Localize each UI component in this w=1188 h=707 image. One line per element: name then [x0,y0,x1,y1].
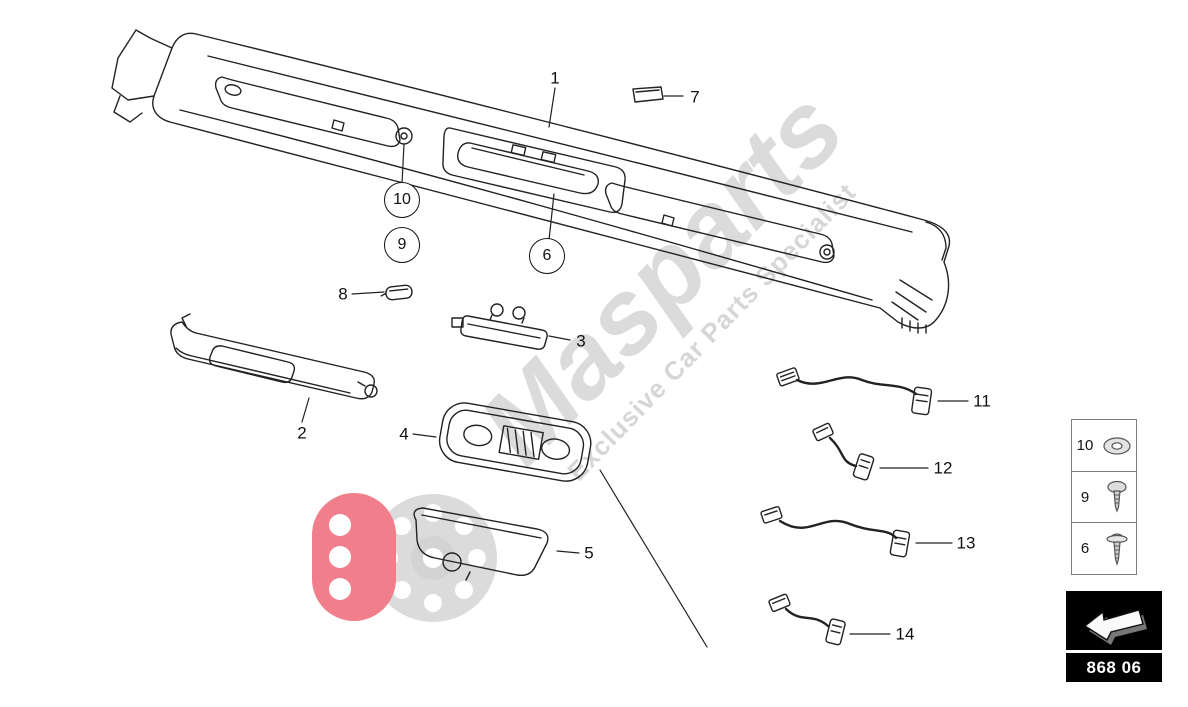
headliner-panel [111,29,951,334]
legend-number: 6 [1080,540,1090,558]
footer-icon-panel [1066,591,1162,650]
fastener-legend: 10 9 6 [1071,419,1137,576]
callout-6[interactable]: 6 [529,238,565,274]
callout-7[interactable]: 7 [690,87,700,107]
legend-row-10: 10 [1071,419,1137,472]
part-8-cap [380,284,413,301]
direction-arrow-icon [1083,608,1147,645]
callout-11[interactable]: 11 [973,391,991,411]
callout-4[interactable]: 4 [399,424,409,444]
callout-14[interactable]: 14 [895,624,915,644]
callout-2[interactable]: 2 [297,423,307,443]
leader-lines [301,87,969,648]
callout-9[interactable]: 9 [384,227,420,263]
callout-3[interactable]: 3 [576,331,586,351]
legend-number: 10 [1076,437,1094,454]
callout-5[interactable]: 5 [584,543,594,563]
callout-1[interactable]: 1 [550,68,560,88]
pan-head-screw-icon [1107,481,1127,513]
sun-visor [170,313,378,400]
callout-8[interactable]: 8 [338,284,348,304]
dome-light [438,402,592,482]
tapping-screw-icon [1106,533,1128,566]
callout-13[interactable]: 13 [956,533,976,553]
sensor-unit [451,303,548,350]
part-code-label: 868 06 [1066,653,1162,682]
legend-number: 9 [1080,488,1090,506]
legend-row-9: 9 [1071,470,1137,524]
callout-12[interactable]: 12 [933,458,953,478]
part-7-cap [632,86,664,103]
callout-10[interactable]: 10 [384,182,420,218]
legend-row-6: 6 [1071,522,1137,576]
washer-icon [1103,436,1131,455]
cable-14 [768,593,846,646]
part-code-box: 868 06 [1066,591,1162,682]
cable-12 [812,422,875,481]
cable-13 [760,506,911,558]
cable-11 [776,367,933,416]
